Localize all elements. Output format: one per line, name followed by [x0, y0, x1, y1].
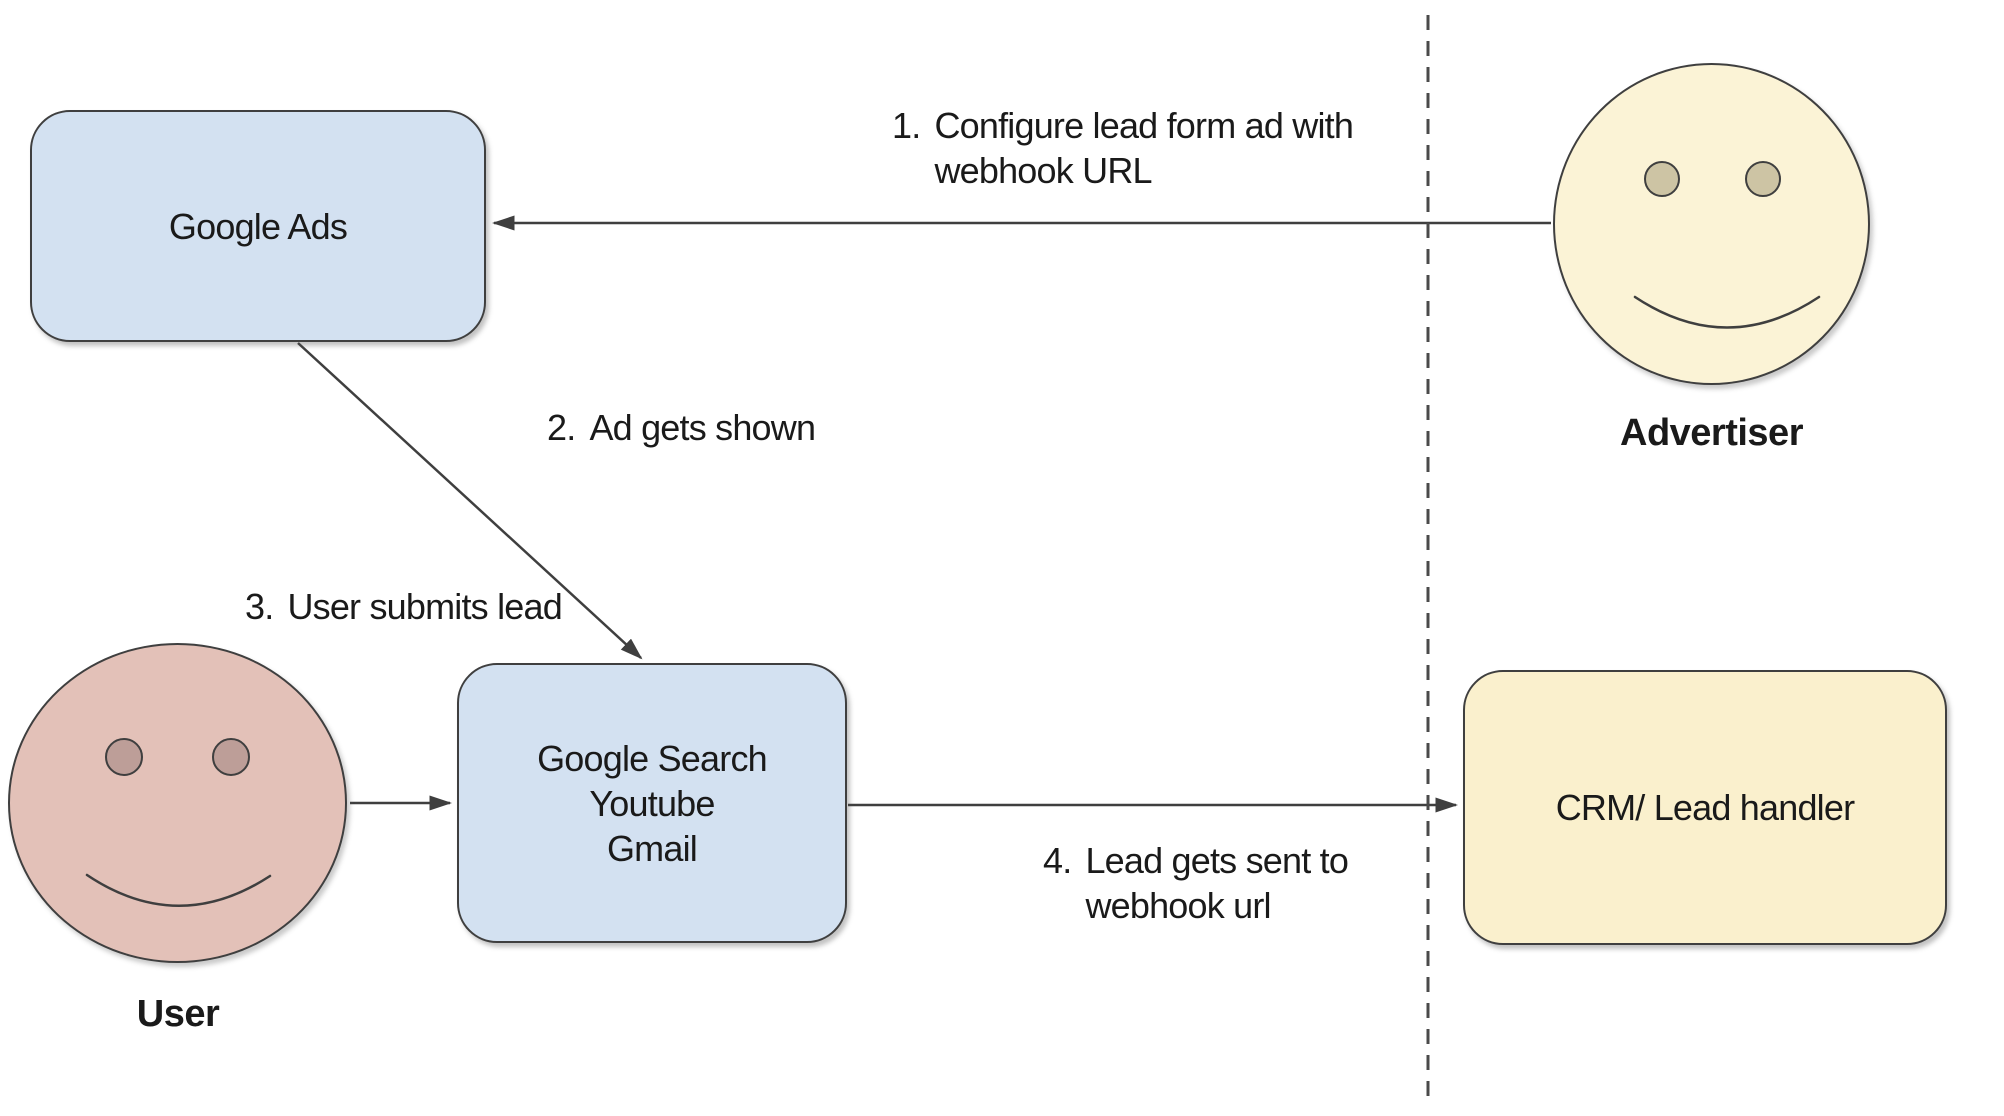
node-surfaces-line-google-search: Google Search: [537, 737, 768, 779]
node-surfaces-line-gmail: Gmail: [606, 827, 698, 869]
step-1-text: Configure lead form ad with webhook URL: [934, 105, 1354, 191]
step-2-text: Ad gets shown: [589, 407, 816, 448]
step-1-number: 1.: [892, 105, 921, 146]
user-smiley-face-icon: [8, 643, 347, 963]
user-right-eye-icon: [212, 738, 250, 776]
node-surfaces-line-youtube: Youtube: [589, 782, 715, 824]
step-4-number: 4.: [1043, 840, 1072, 881]
user-left-eye-icon: [105, 738, 143, 776]
step-3-number: 3.: [245, 586, 274, 627]
advertiser-right-eye-icon: [1745, 161, 1781, 197]
step-label-1-configure-lead-form: 1. Configure lead form ad with webhook U…: [892, 103, 1354, 193]
node-crm-label: CRM/ Lead handler: [1555, 787, 1855, 828]
advertiser-smiley-face-icon: [1553, 63, 1870, 385]
step-label-2-ad-gets-shown: 2. Ad gets shown: [547, 405, 816, 450]
node-crm-lead-handler: CRM/ Lead handler: [1463, 670, 1947, 945]
step-label-3-user-submits-lead: 3. User submits lead: [245, 584, 563, 629]
user-smile-icon: [85, 873, 272, 907]
node-google-surfaces: Google Search Youtube Gmail: [457, 663, 847, 943]
advertiser-label: Advertiser: [1620, 412, 1803, 454]
step-3-text: User submits lead: [287, 586, 562, 627]
user-label: User: [136, 993, 220, 1035]
advertiser-left-eye-icon: [1644, 161, 1680, 197]
step-2-number: 2.: [547, 407, 576, 448]
advertiser-smile-icon: [1633, 295, 1821, 329]
step-4-text: Lead gets sent to webhook url: [1085, 840, 1349, 926]
step-label-4-lead-sent-to-webhook: 4. Lead gets sent to webhook url: [1043, 838, 1349, 928]
node-google-ads-label: Google Ads: [168, 205, 348, 247]
node-google-ads: Google Ads: [30, 110, 486, 342]
